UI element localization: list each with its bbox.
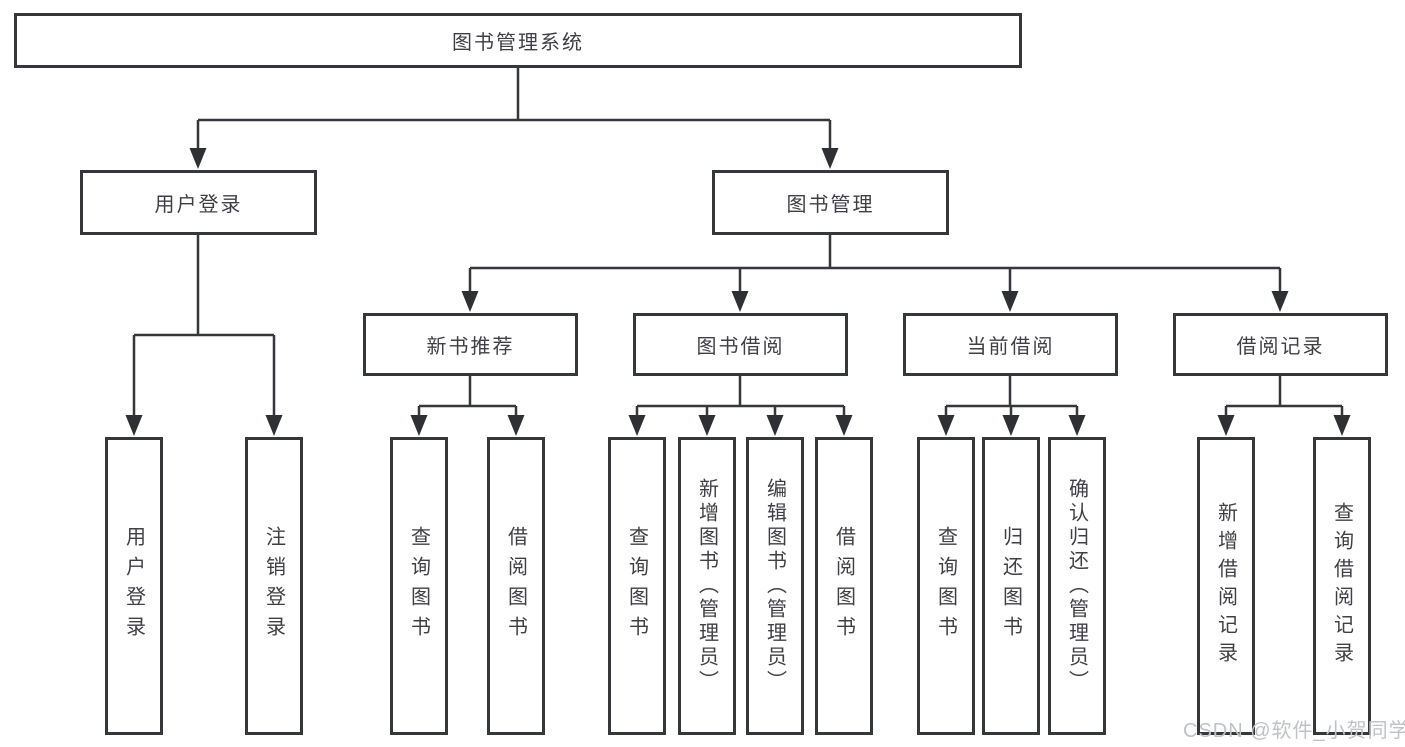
leaf-edit-books-admin: 编辑图书（管理员） <box>746 437 804 735</box>
node-user-login-label: 用户登录 <box>154 194 243 216</box>
node-borrow-records: 借阅记录 <box>1173 313 1388 376</box>
leaf-user-login: 用户登录 <box>105 437 163 735</box>
leaf-query-borrow-record-label: 查询借阅记录 <box>1330 502 1353 670</box>
node-library-system: 图书管理系统 <box>14 13 1022 68</box>
leaf-query-books-current-label: 查询图书 <box>934 526 957 646</box>
leaf-return-books-label: 归还图书 <box>999 526 1022 646</box>
node-new-book-recommend-label: 新书推荐 <box>426 336 515 358</box>
leaf-query-books-current: 查询图书 <box>917 437 975 735</box>
node-library-system-label: 图书管理系统 <box>452 32 584 54</box>
leaf-add-books-admin: 新增图书（管理员） <box>678 437 736 735</box>
node-user-login: 用户登录 <box>80 170 317 235</box>
node-book-borrow-label: 图书借阅 <box>696 336 785 358</box>
node-book-management-label: 图书管理 <box>786 194 875 216</box>
leaf-edit-books-admin-label: 编辑图书（管理员） <box>763 478 786 694</box>
leaf-query-books-borrow: 查询图书 <box>608 437 666 735</box>
node-new-book-recommend: 新书推荐 <box>363 313 578 376</box>
leaf-return-books: 归还图书 <box>982 437 1040 735</box>
leaf-query-books-recommend-label: 查询图书 <box>407 526 430 646</box>
leaf-query-books-recommend: 查询图书 <box>390 437 448 735</box>
leaf-user-login-label: 用户登录 <box>122 526 145 646</box>
leaf-confirm-return-admin: 确认归还（管理员） <box>1048 437 1106 735</box>
node-current-borrow: 当前借阅 <box>903 313 1118 376</box>
leaf-confirm-return-admin-label: 确认归还（管理员） <box>1065 478 1088 694</box>
node-borrow-records-label: 借阅记录 <box>1236 336 1325 358</box>
leaf-logout-label: 注销登录 <box>262 526 285 646</box>
node-book-borrow: 图书借阅 <box>633 313 848 376</box>
node-current-borrow-label: 当前借阅 <box>966 336 1055 358</box>
leaf-add-books-admin-label: 新增图书（管理员） <box>695 478 718 694</box>
node-book-management: 图书管理 <box>712 170 949 235</box>
leaf-logout: 注销登录 <box>245 437 303 735</box>
leaf-query-books-borrow-label: 查询图书 <box>625 526 648 646</box>
leaf-borrow-books-recommend: 借阅图书 <box>487 437 545 735</box>
csdn-watermark: CSDN @软件_小贺同学 <box>1183 720 1405 742</box>
leaf-add-borrow-record-label: 新增借阅记录 <box>1214 502 1237 670</box>
leaf-borrow-books-recommend-label: 借阅图书 <box>504 526 527 646</box>
leaf-borrow-books-label: 借阅图书 <box>832 526 855 646</box>
leaf-add-borrow-record: 新增借阅记录 <box>1197 437 1255 735</box>
leaf-query-borrow-record: 查询借阅记录 <box>1313 437 1371 735</box>
leaf-borrow-books: 借阅图书 <box>815 437 873 735</box>
